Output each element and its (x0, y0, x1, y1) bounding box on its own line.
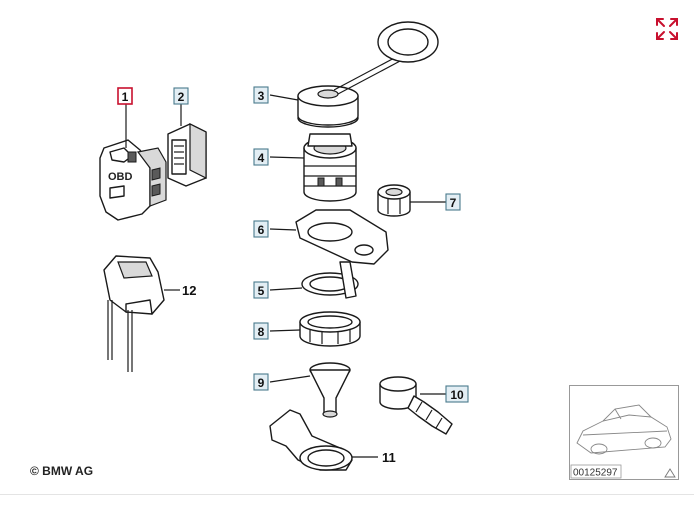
part-8-threaded-ring[interactable] (269, 311, 361, 347)
part-6-gasket[interactable] (269, 209, 389, 265)
car-outline-icon (576, 404, 672, 455)
part-5-ring[interactable] (269, 261, 359, 299)
part-11-strap[interactable] (269, 409, 378, 471)
obd-text: OBD (108, 171, 133, 183)
triangle-icon (664, 468, 676, 478)
thumbnail-code: 00125297 (573, 468, 618, 479)
callout-6[interactable]: 6 (253, 220, 269, 238)
part-10-hose[interactable] (379, 376, 453, 435)
part-4-filler-neck[interactable] (269, 133, 357, 202)
part-12-bracket[interactable] (103, 255, 180, 372)
copyright-notice: © BMW AG (30, 464, 94, 478)
bottom-divider (0, 494, 694, 495)
svg-text:2: 2 (178, 90, 185, 104)
callout-7[interactable]: 7 (445, 193, 461, 211)
callout-9[interactable]: 9 (253, 373, 269, 391)
part-9-funnel[interactable] (269, 362, 351, 418)
svg-text:12: 12 (182, 283, 196, 298)
part-2-connector[interactable] (167, 104, 207, 187)
svg-text:3: 3 (258, 89, 265, 103)
svg-text:4: 4 (258, 151, 265, 165)
callout-2[interactable]: 2 (173, 87, 189, 105)
svg-text:5: 5 (258, 284, 265, 298)
vehicle-thumbnail[interactable]: 00125297 (569, 385, 679, 480)
svg-text:8: 8 (258, 325, 265, 339)
callout-8[interactable]: 8 (253, 322, 269, 340)
callout-5[interactable]: 5 (253, 281, 269, 299)
callout-11[interactable]: 11 (382, 450, 396, 465)
callout-4[interactable]: 4 (253, 148, 269, 166)
part-1-obd-socket[interactable]: OBD (99, 104, 167, 221)
callout-3[interactable]: 3 (253, 86, 269, 104)
svg-text:7: 7 (450, 196, 457, 210)
svg-text:9: 9 (258, 376, 265, 390)
callout-10[interactable]: 10 (445, 385, 469, 403)
expand-arrows-icon[interactable] (654, 16, 680, 42)
part-3-cap[interactable] (269, 21, 439, 128)
callout-1[interactable]: 1 (117, 87, 133, 105)
svg-text:6: 6 (258, 223, 265, 237)
part-7-clip[interactable] (377, 184, 446, 217)
callout-12[interactable]: 12 (182, 283, 196, 298)
svg-text:11: 11 (382, 450, 396, 465)
svg-text:1: 1 (122, 90, 129, 104)
svg-text:10: 10 (450, 388, 464, 402)
